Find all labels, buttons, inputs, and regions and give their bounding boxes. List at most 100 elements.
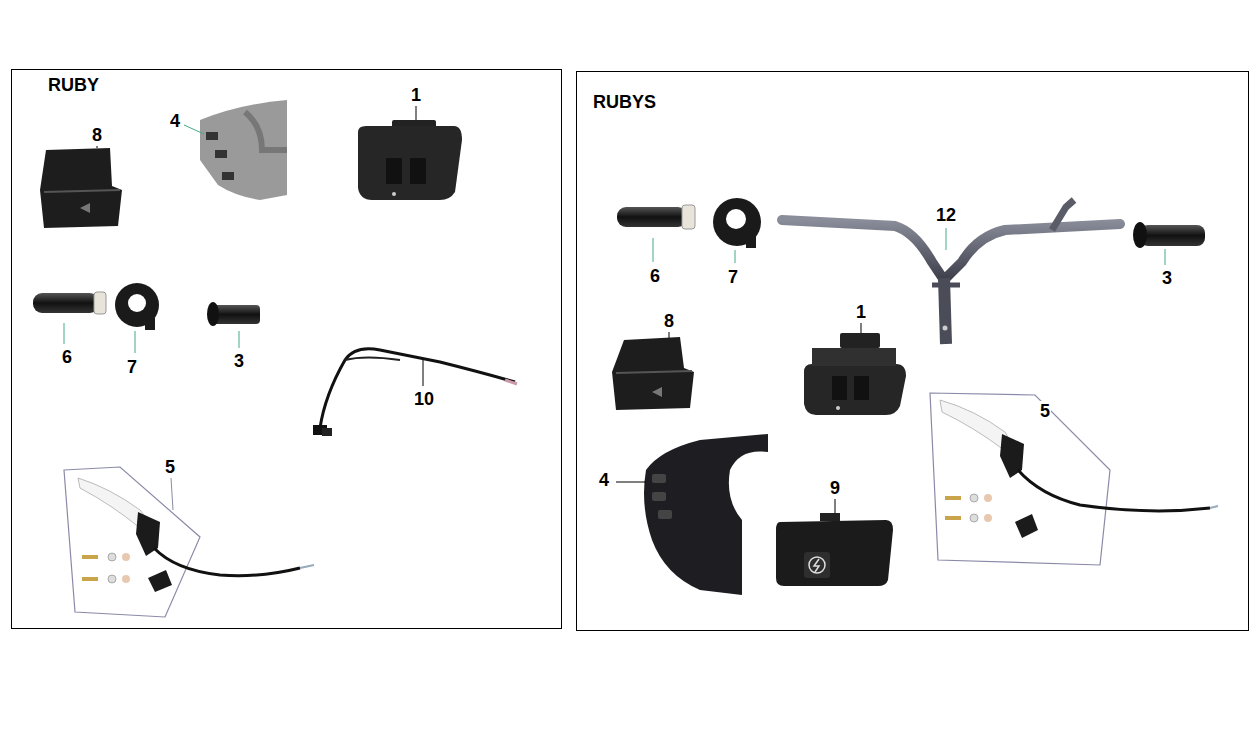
handlebar-cover-part: [652, 492, 666, 501]
leader-line: [135, 331, 136, 353]
light-switch-part: [358, 126, 462, 200]
power-switch: [776, 513, 893, 586]
brake-lever-kit-part: [970, 514, 978, 522]
model-panel: RUBYS: [576, 71, 1249, 631]
callout-number: 4: [598, 470, 610, 490]
brake-lever-kit-part: [1210, 506, 1218, 508]
horn-switch-part: [80, 203, 90, 213]
brake-lever-kit-part: [945, 496, 961, 500]
callout-number: 1: [410, 85, 422, 105]
callout-number: 4: [169, 111, 181, 131]
leader-line: [423, 360, 424, 386]
handlebar: [782, 200, 1120, 344]
model-panel: RUBY: [11, 69, 562, 629]
handlebar-part: [932, 283, 960, 288]
handlebar-cover-part: [206, 132, 218, 140]
handlebar-part: [1052, 200, 1074, 230]
callout-number: 5: [1039, 401, 1051, 421]
brake-lever-kit-part: [108, 575, 116, 583]
horn-switch-part: [652, 387, 662, 397]
handlebar-cover: [200, 100, 287, 200]
callout-number: 3: [1161, 268, 1173, 288]
callout-number: 9: [829, 478, 841, 498]
horn-switch-part: [44, 190, 120, 192]
brake-lever-kit-part: [148, 570, 172, 592]
left-grip-part: [212, 305, 260, 324]
power-switch-part: [776, 520, 893, 586]
leader-line: [184, 125, 204, 134]
brake-lever-kit-part: [984, 494, 992, 502]
brake-lever-kit-part: [122, 575, 130, 583]
handlebar-cover-part: [245, 112, 287, 150]
throttle-grip: [33, 292, 106, 314]
light-switch: [804, 333, 906, 415]
light-switch-part: [410, 158, 426, 184]
wire-harness-part: [505, 380, 517, 384]
callout-number: 6: [649, 266, 661, 286]
brake-lever-kit-part: [984, 514, 992, 522]
throttle-grip-part: [94, 292, 106, 314]
callout-number: 1: [855, 302, 867, 322]
leader-line: [64, 323, 65, 344]
brake-lever-kit-part: [940, 400, 1012, 450]
callout-number: 3: [233, 351, 245, 371]
leader-line: [616, 482, 646, 483]
throttle-housing-part: [145, 318, 155, 330]
handlebar-cover-part: [222, 172, 234, 180]
callout-number: 5: [164, 457, 176, 477]
handlebar-cover-part: [200, 100, 287, 200]
throttle-housing: [115, 283, 159, 330]
horn-switch-part: [612, 337, 694, 410]
leader-line: [97, 146, 98, 148]
brake-lever-kit: [930, 393, 1218, 565]
left-grip-part: [1140, 225, 1205, 246]
handlebar-cover: [644, 434, 768, 595]
power-switch-part: [820, 513, 840, 521]
leader-line: [653, 238, 654, 262]
handlebar-cover-part: [652, 474, 666, 483]
brake-lever-kit-part: [300, 565, 314, 568]
handlebar-cover-part: [215, 150, 227, 158]
light-switch-part: [812, 348, 896, 366]
brake-lever-kit-part: [1018, 470, 1210, 511]
leader-line: [416, 106, 417, 120]
horn-switch: [612, 337, 694, 410]
light-switch-part: [836, 406, 840, 410]
throttle-grip-part: [33, 293, 99, 313]
wire-harness-part: [320, 349, 515, 428]
brake-lever-kit-part: [970, 494, 978, 502]
horn-switch-part: [616, 371, 692, 373]
throttle-grip: [617, 205, 695, 229]
light-switch-part: [392, 192, 396, 196]
brake-lever-kit-part: [930, 393, 1110, 565]
throttle-housing: [713, 198, 761, 248]
callout-number: 7: [727, 267, 739, 287]
wire-harness-part: [345, 358, 400, 361]
left-grip-part: [207, 302, 219, 326]
leader-line: [171, 478, 173, 510]
handlebar-cover-part: [658, 510, 672, 519]
leader-line: [1165, 249, 1166, 265]
callout-number: 8: [663, 311, 675, 331]
leader-line: [239, 331, 240, 348]
leader-line: [946, 228, 947, 250]
light-switch-part: [386, 158, 402, 184]
brake-lever-kit-part: [108, 553, 116, 561]
throttle-grip-part: [617, 207, 687, 227]
brake-lever-kit-part: [82, 577, 98, 581]
brake-lever-kit-part: [82, 555, 98, 559]
throttle-housing-part: [726, 209, 746, 229]
callout-number: 8: [91, 125, 103, 145]
power-switch-part: [804, 552, 830, 578]
power-switch-part: [809, 557, 825, 573]
left-grip: [1133, 222, 1205, 248]
model-heading: RUBYS: [593, 92, 656, 113]
model-heading: RUBY: [48, 75, 99, 96]
handlebar-part: [782, 220, 1120, 280]
wire-harness: [313, 349, 517, 436]
handlebar-part: [944, 278, 946, 344]
throttle-housing-part: [746, 236, 756, 248]
light-switch-part: [840, 333, 880, 348]
left-grip: [207, 302, 260, 326]
leader-line: [835, 499, 836, 513]
